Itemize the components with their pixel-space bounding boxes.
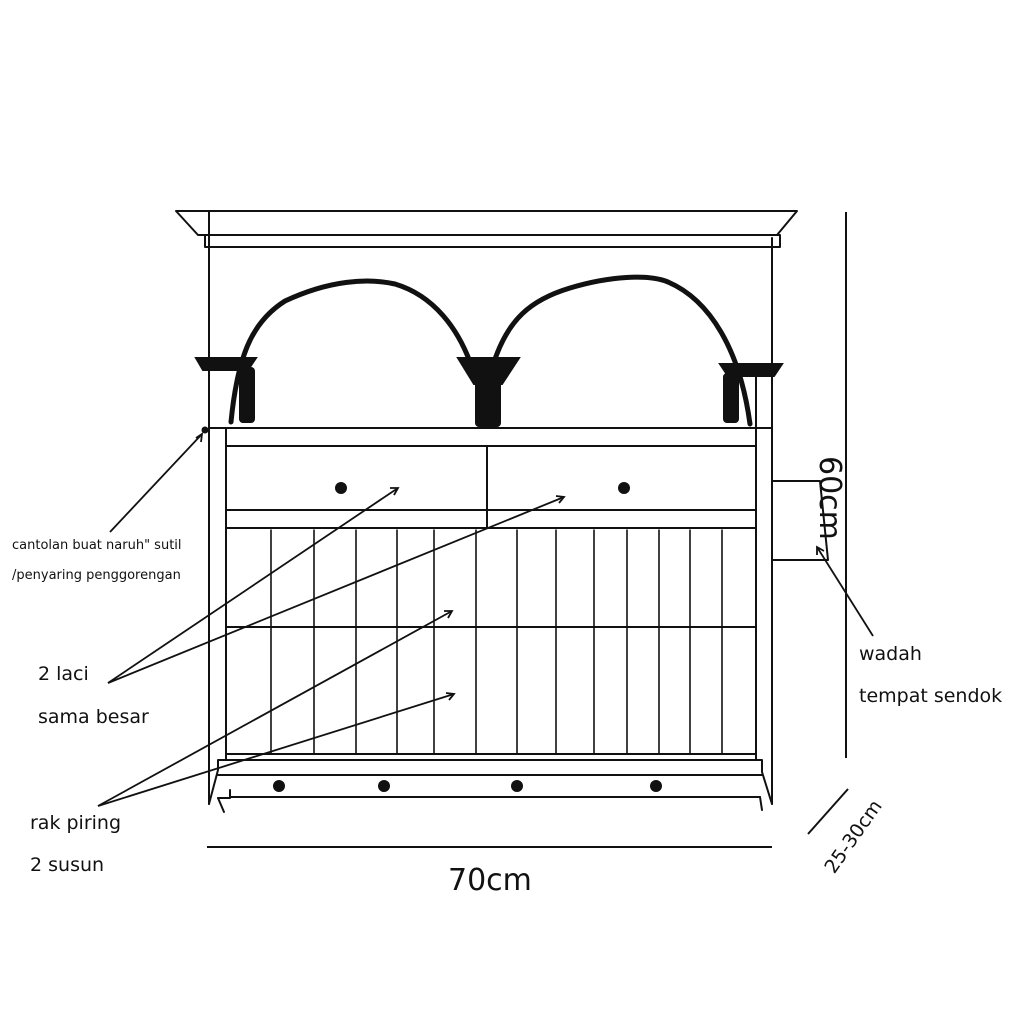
- hook-dot: [201, 426, 209, 434]
- arch-right: [491, 274, 753, 427]
- cabinet-side-walls: [208, 210, 773, 805]
- rack-slats: [270, 529, 723, 755]
- rack-label-line1: rak piring: [30, 812, 122, 834]
- base-knob-4[interactable]: [650, 780, 662, 792]
- base-knob-2[interactable]: [378, 780, 390, 792]
- rack-arrow-lower: [97, 693, 455, 807]
- spoon-holder-label-line2: tempat sendok: [859, 685, 1003, 707]
- hook-arrow: [109, 433, 203, 533]
- drawers-label-line2: sama besar: [38, 706, 149, 728]
- spoon-holder-arrow: [816, 546, 874, 637]
- decorative-arches: [228, 274, 753, 427]
- height-dimension-label: 60cm: [812, 456, 847, 540]
- arch-left: [228, 278, 473, 425]
- depth-dimension-line: [807, 788, 849, 835]
- dimension-lines: [207, 212, 849, 848]
- drawer-arrow-right: [107, 496, 565, 684]
- dish-rack: [225, 529, 757, 755]
- bottom-base: [208, 759, 773, 813]
- base-knob-1[interactable]: [273, 780, 285, 792]
- base-knob-3[interactable]: [511, 780, 523, 792]
- annotation-arrows: [97, 432, 874, 807]
- spoon-holder-box: [771, 480, 829, 561]
- rack-label-line2: 2 susun: [30, 854, 105, 876]
- top-crown-molding: [175, 210, 798, 248]
- hook-label-line2: /penyaring penggorengan: [12, 568, 181, 583]
- drawer-block: [225, 445, 757, 529]
- hook-label-line1: cantolan buat naruh" sutil: [12, 538, 182, 553]
- drawer-knob-left[interactable]: [335, 482, 347, 494]
- width-dimension-label: 70cm: [448, 863, 532, 898]
- spoon-holder-label-line1: wadah: [859, 643, 922, 665]
- drawers-label-line1: 2 laci: [38, 663, 89, 685]
- arch-posts: [194, 357, 784, 427]
- drawer-knob-right[interactable]: [618, 482, 630, 494]
- drawer-arrow-left: [107, 487, 399, 684]
- rack-arrow-upper: [97, 610, 453, 807]
